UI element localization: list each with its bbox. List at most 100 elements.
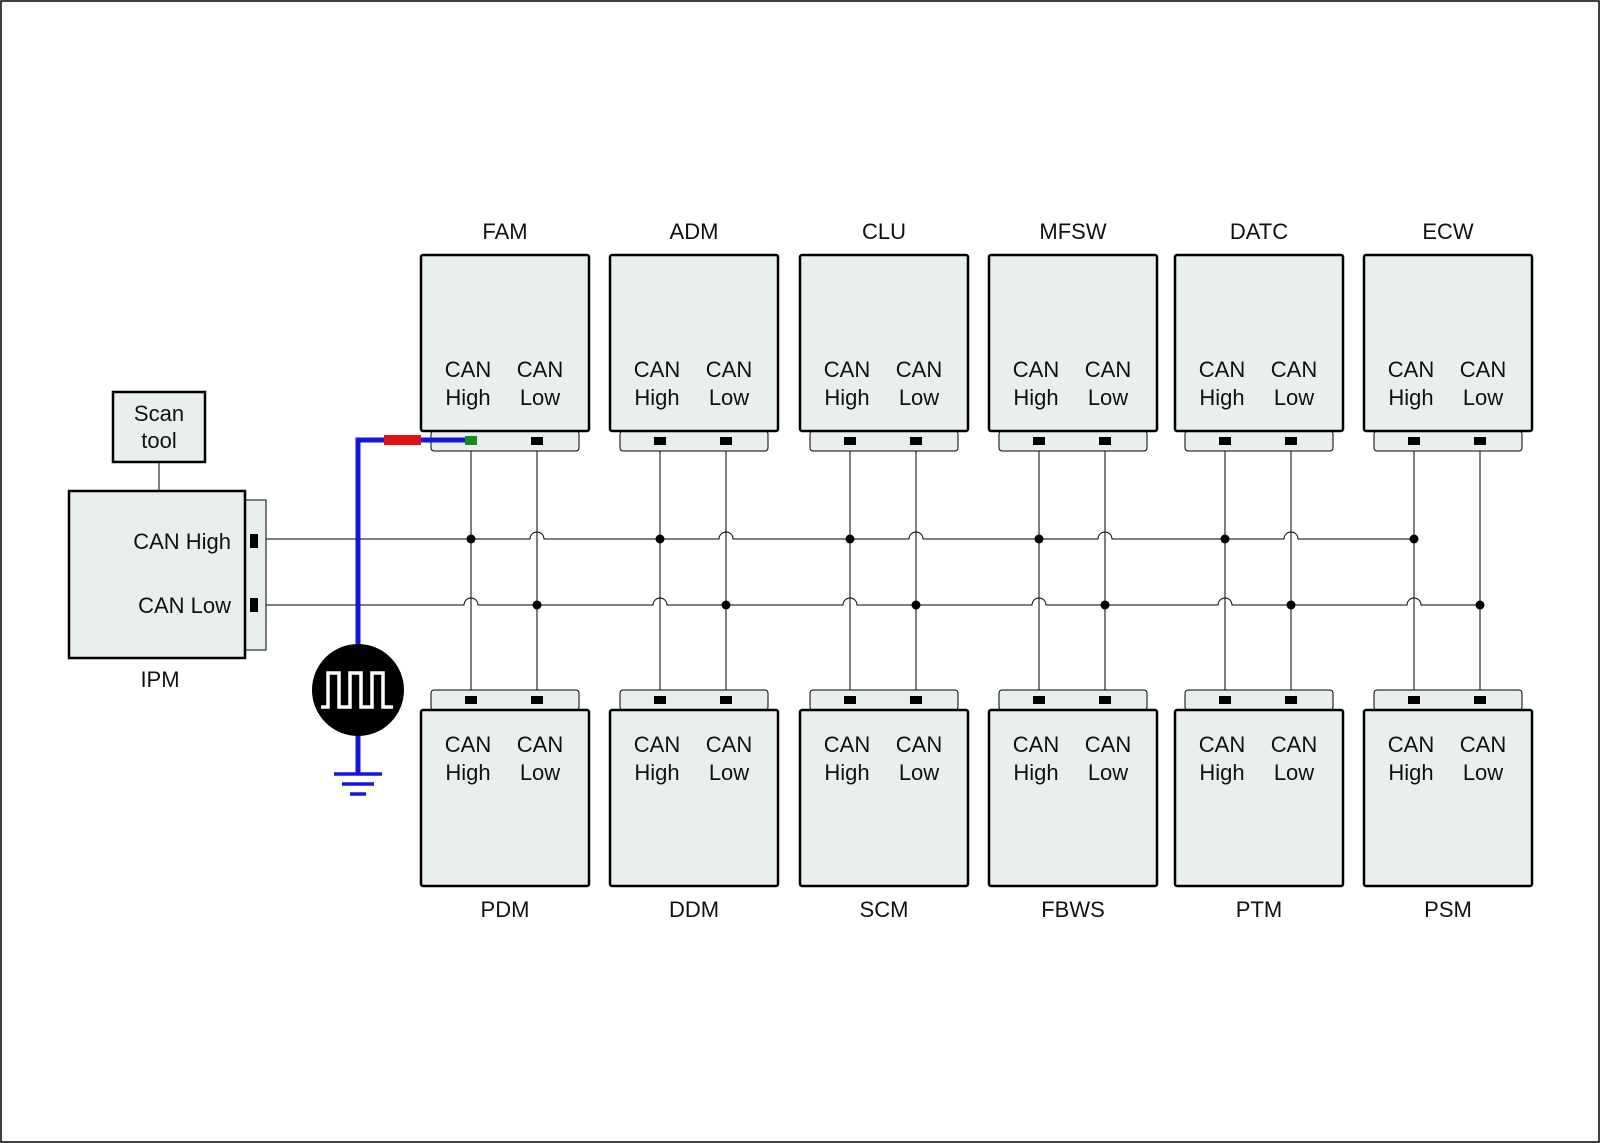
can-high-label-can: CAN [445,732,491,757]
ground-icon [334,772,382,796]
module-box [608,708,780,888]
can-low-label-can: CAN [517,732,563,757]
can-high-junction [1220,534,1230,544]
can-high-junction [1409,534,1419,544]
can-high-label-high: High [634,385,679,410]
ipm-module: CAN High CAN Low IPM [67,489,267,692]
can-high-label-can: CAN [824,732,870,757]
module-name-label: DDM [669,897,719,922]
can-low-label-can: CAN [1271,732,1317,757]
module-name-label: PDM [481,897,530,922]
can-low-pin [1285,437,1297,445]
can-low-label-can: CAN [1271,357,1317,382]
connector-tab [619,430,769,452]
can-high-label-high: High [1388,760,1433,785]
can-high-label-high: High [445,385,490,410]
can-high-junction [1034,534,1044,544]
connector-tab [998,689,1148,711]
scan-tool-box [111,390,207,464]
ipm-can-high-pin [250,534,258,548]
can-low-label-can: CAN [896,732,942,757]
can-low-label-can: CAN [1460,357,1506,382]
can-high-label-high: High [1199,385,1244,410]
can-low-label-can: CAN [1460,732,1506,757]
scan-tool-label-line2: tool [141,428,176,453]
can-low-label-low: Low [709,760,749,785]
can-high-junction [845,534,855,544]
ipm-connector [243,499,267,651]
connector-tab [1184,689,1334,711]
module-name-label: MFSW [1039,219,1106,244]
probe-wire [355,437,470,645]
can-high-label-can: CAN [1013,732,1059,757]
can-high-label-can: CAN [445,357,491,382]
can-high-label-can: CAN [1199,357,1245,382]
can-low-pin [1099,696,1111,704]
can-low-pin [531,696,543,704]
can-high-pin [844,696,856,704]
connector-tab [619,689,769,711]
module-box [798,708,970,888]
can-high-pin [844,437,856,445]
can-low-label-low: Low [520,760,560,785]
can-high-label-high: High [445,760,490,785]
can-high-label-high: High [1199,760,1244,785]
module-name-label: CLU [862,219,906,244]
scan-tool: Scan tool [111,390,207,491]
can-low-label-can: CAN [896,357,942,382]
can-high-label-can: CAN [1388,732,1434,757]
can-high-pin [465,696,477,704]
can-low-pin [720,696,732,704]
can-high-label-can: CAN [634,732,680,757]
can-high-pin [1219,437,1231,445]
can-high-label-high: High [1013,760,1058,785]
ipm-box [67,489,247,660]
can-high-label-can: CAN [1013,357,1059,382]
can-low-pin [1474,437,1486,445]
can-high-label-can: CAN [1388,357,1434,382]
connector-tab [998,430,1148,452]
ipm-can-low-label: CAN Low [138,593,231,618]
can-low-junction [1475,600,1485,610]
ipm-can-high-label: CAN High [133,529,231,554]
can-low-label-low: Low [1088,385,1128,410]
connector-tab [1373,430,1523,452]
module-name-label: PTM [1236,897,1282,922]
can-high-label-high: High [1388,385,1433,410]
can-low-label-low: Low [1463,385,1503,410]
square-wave-generator-icon [312,644,404,736]
module-name-label: FBWS [1041,897,1105,922]
can-high-junction [466,534,476,544]
can-low-label-low: Low [1274,385,1314,410]
can-high-pin [1033,696,1045,704]
can-low-pin [1474,696,1486,704]
can-high-pin [1408,437,1420,445]
module-name-label: FAM [482,219,527,244]
can-low-label-low: Low [899,760,939,785]
connector-tab [1184,430,1334,452]
probe-assembly [312,435,477,796]
module-box [419,708,591,888]
can-low-pin [910,696,922,704]
module-box [1362,708,1534,888]
can-low-label-can: CAN [706,732,752,757]
can-low-pin [1099,437,1111,445]
module-box [1173,253,1345,433]
probe-contact [465,436,477,445]
can-low-label-can: CAN [1085,732,1131,757]
module-name-label: ADM [670,219,719,244]
can-low-bus [260,597,1480,606]
can-low-label-low: Low [1463,760,1503,785]
can-high-label-can: CAN [824,357,870,382]
can-bus-wires [260,441,1485,700]
can-low-junction [532,600,542,610]
